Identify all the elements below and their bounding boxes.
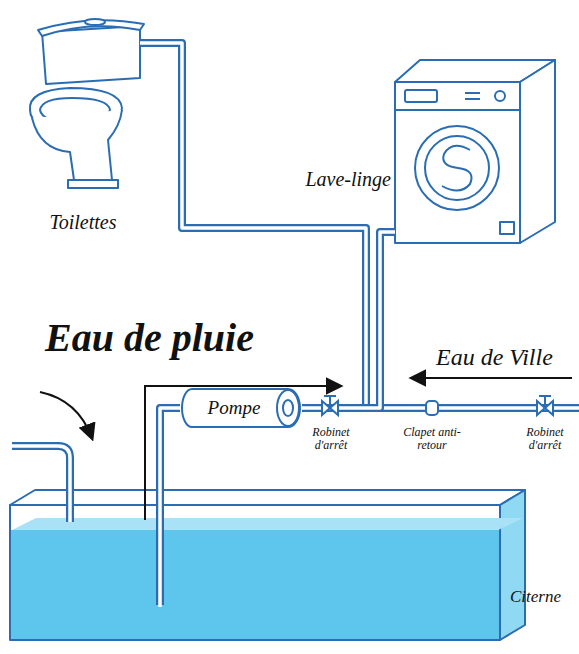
- valve-symbol: [322, 396, 338, 415]
- washing-machine: Lave-linge: [395, 58, 557, 244]
- rain-inlet-pipe: [12, 446, 70, 522]
- valve-label: Robinet d'arrêt: [299, 426, 363, 452]
- pipe: [302, 232, 395, 408]
- toilet: Toilettes: [18, 15, 140, 240]
- toilet-drawing: [30, 19, 144, 188]
- check-valve-symbol: [426, 401, 438, 415]
- washing-machine-drawing: [395, 60, 555, 243]
- node-label: Toilettes: [28, 211, 138, 233]
- pump: Pompe: [180, 387, 302, 429]
- city-water-arrow: [412, 377, 572, 379]
- city-water-heading: Eau de Ville: [436, 344, 576, 370]
- node-label: Citerne: [510, 588, 576, 607]
- pipe-bore: [302, 232, 395, 408]
- pipe-wall: [160, 408, 180, 488]
- tank: Citerne: [10, 488, 507, 640]
- suction-pipe: [160, 488, 161, 607]
- rain-arrow: [40, 392, 92, 438]
- node-label: Pompe: [188, 398, 280, 419]
- pipe-wall: [302, 232, 395, 408]
- valve-label: Robinet d'arrêt: [514, 426, 576, 452]
- pump-outlet: [283, 400, 293, 416]
- check-valve-label: Clapet anti-retour: [397, 426, 467, 452]
- rainwater-heading: Eau de pluie: [45, 316, 275, 360]
- valve-symbol: [537, 396, 553, 415]
- pump-end: [277, 390, 299, 426]
- pipe: [160, 408, 180, 488]
- pipe-bore: [160, 408, 180, 488]
- tank-drawing: [10, 490, 525, 640]
- pump-body: [182, 389, 300, 427]
- node-label: Lave-linge: [281, 168, 391, 190]
